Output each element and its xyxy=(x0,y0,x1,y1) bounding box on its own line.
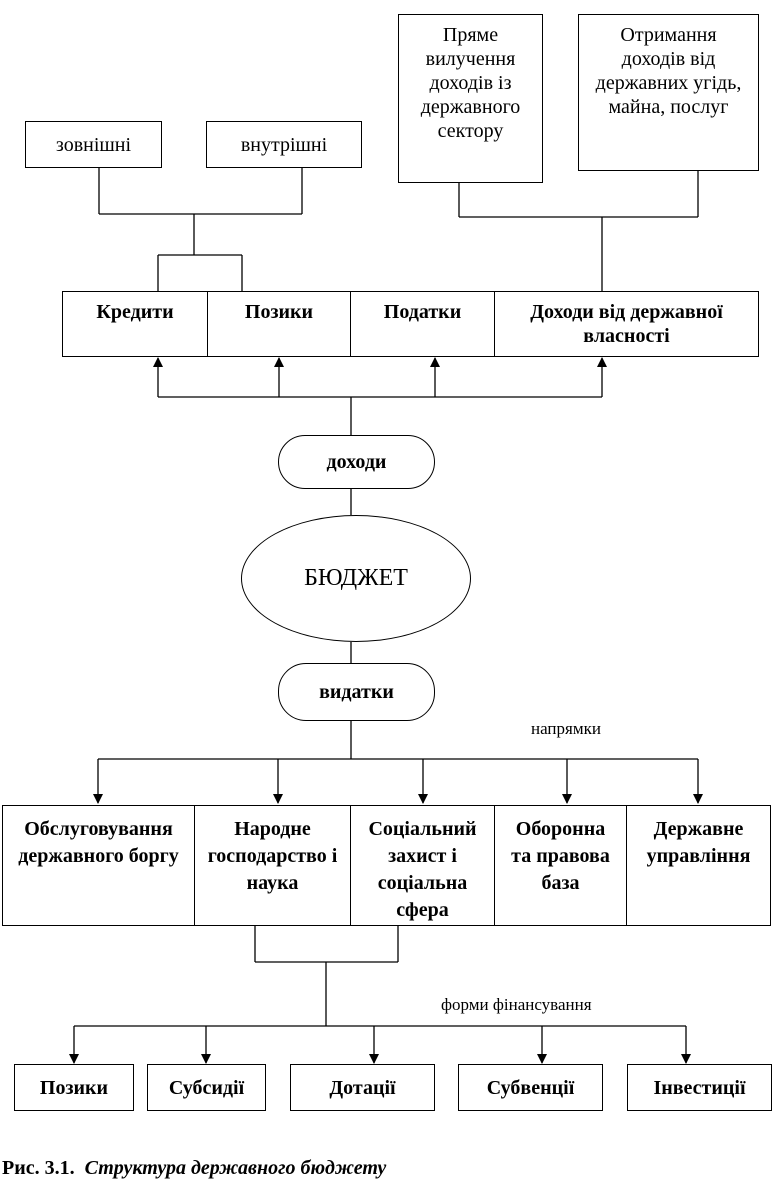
form-subventions-label: Субвенції xyxy=(486,1076,575,1099)
administration-cell: Державне управління xyxy=(626,805,771,926)
form-subventions-box: Субвенції xyxy=(458,1064,603,1111)
defense-law-label: Оборонна та правова база xyxy=(511,818,610,894)
caption-title: Структура державного бюджету xyxy=(84,1157,387,1179)
form-investments-label: Інвестиції xyxy=(653,1076,746,1099)
internal-label: внутрішні xyxy=(240,133,328,156)
loans-label: Позики xyxy=(244,301,314,323)
directions-label: напрямки xyxy=(531,719,601,738)
income-label: доходи xyxy=(326,450,387,473)
figure-caption: Рис. 3.1. Структура державного бюджету xyxy=(2,1157,386,1180)
budget-ellipse: БЮДЖЕТ xyxy=(241,515,471,642)
debt-service-label: Обслуговування державного боргу xyxy=(18,818,179,867)
internal-box: внутрішні xyxy=(206,121,362,168)
budget-label: БЮДЖЕТ xyxy=(304,565,408,591)
state-property-income-label: Доходи від державної власності xyxy=(530,301,723,347)
social-cell: Соціальний захист і соціальна сфера xyxy=(350,805,495,926)
economy-science-cell: Народне господарство і наука xyxy=(194,805,351,926)
taxes-label: Податки xyxy=(383,301,462,323)
form-subsidies-box: Субсидії xyxy=(147,1064,266,1111)
loans-cell: Позики xyxy=(207,291,351,357)
financing-forms-label: форми фінансування xyxy=(441,995,592,1014)
social-label: Соціальний захист і соціальна сфера xyxy=(368,818,477,921)
form-subsidies-label: Субсидії xyxy=(168,1076,245,1099)
administration-label: Державне управління xyxy=(646,818,751,867)
form-loans-box: Позики xyxy=(14,1064,134,1111)
income-agreements-label: Отримання доходів від державних угідь, м… xyxy=(595,24,742,118)
form-loans-label: Позики xyxy=(39,1076,109,1099)
credits-label: Кредити xyxy=(96,301,174,323)
caption-prefix: Рис. 3.1. xyxy=(2,1157,75,1179)
taxes-cell: Податки xyxy=(350,291,495,357)
state-property-income-cell: Доходи від державної власності xyxy=(494,291,759,357)
income-pill: доходи xyxy=(278,435,435,489)
defense-law-cell: Оборонна та правова база xyxy=(494,805,627,926)
credits-cell: Кредити xyxy=(62,291,208,357)
debt-service-cell: Обслуговування державного боргу xyxy=(2,805,195,926)
direct-withdrawal-label: Пряме вилучення доходів із державного се… xyxy=(420,24,521,142)
external-label: зовнішні xyxy=(55,133,132,156)
direct-withdrawal-box: Пряме вилучення доходів із державного се… xyxy=(398,14,543,183)
external-box: зовнішні xyxy=(25,121,162,168)
income-agreements-box: Отримання доходів від державних угідь, м… xyxy=(578,14,759,171)
expenses-pill: видатки xyxy=(278,663,435,721)
form-investments-box: Інвестиції xyxy=(627,1064,772,1111)
expenses-label: видатки xyxy=(319,680,394,703)
economy-science-label: Народне господарство і наука xyxy=(207,818,338,894)
form-grants-label: Дотації xyxy=(329,1076,396,1099)
form-grants-box: Дотації xyxy=(290,1064,435,1111)
